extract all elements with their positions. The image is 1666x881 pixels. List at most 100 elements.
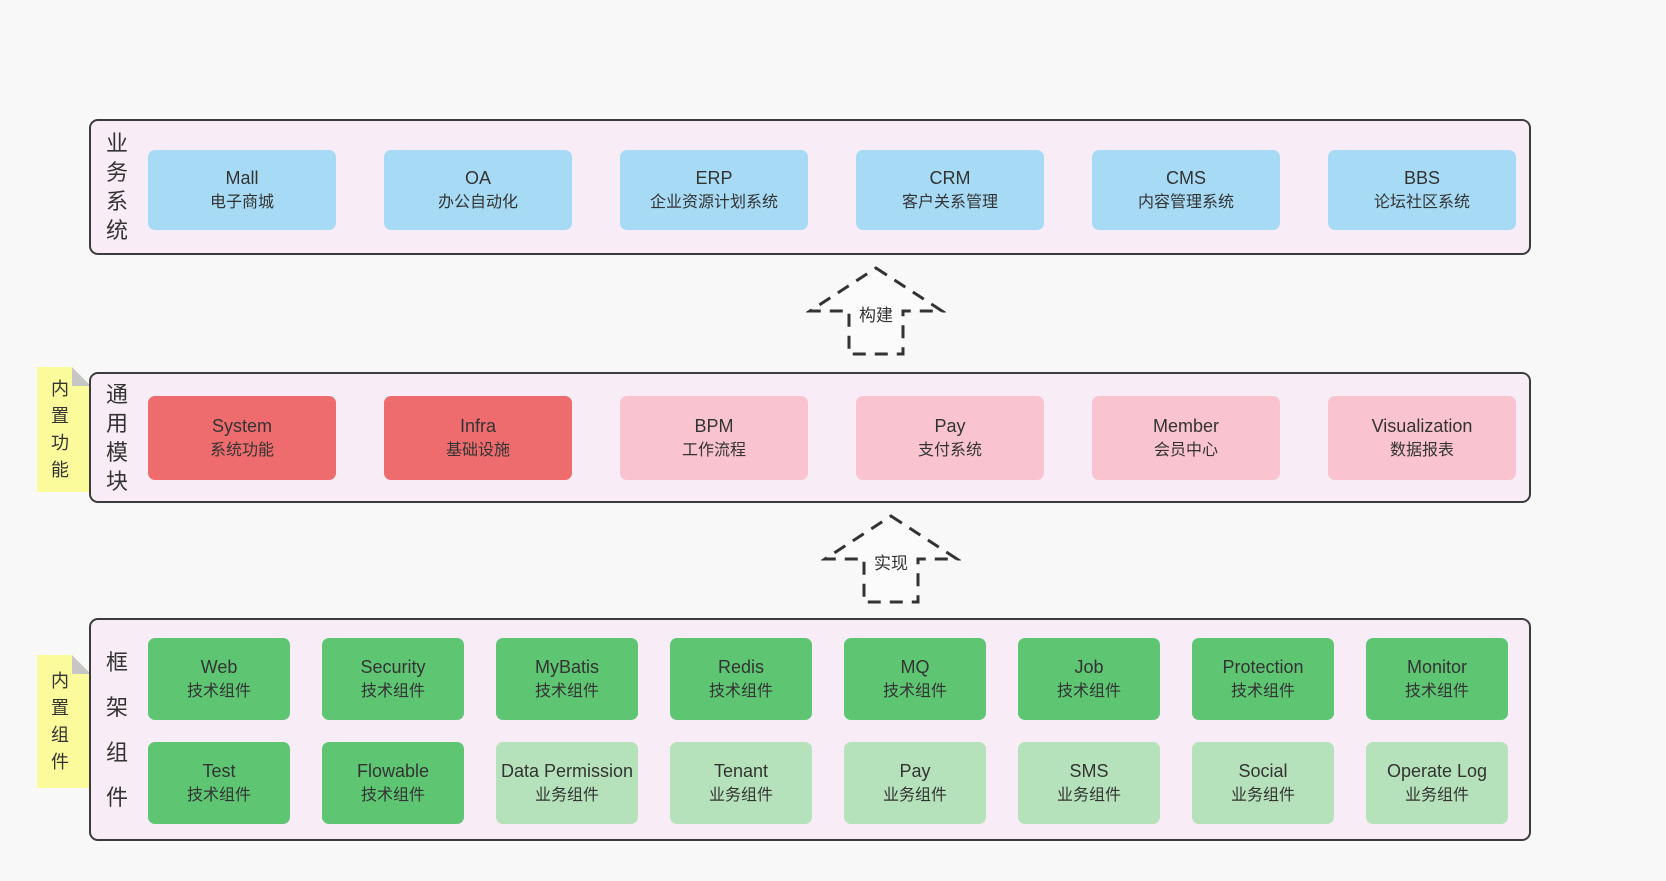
node-title: Visualization xyxy=(1371,415,1473,436)
node-erp: ERP 企业资源计划系统 xyxy=(620,150,808,230)
node-cms: CMS 内容管理系统 xyxy=(1092,150,1280,230)
node-protection: Protection 技术组件 xyxy=(1192,638,1334,720)
arrow-label-build: 构建 xyxy=(806,301,946,326)
node-subtitle: 电子商城 xyxy=(209,193,274,211)
node-member: Member 会员中心 xyxy=(1092,396,1280,480)
node-mall: Mall 电子商城 xyxy=(148,150,336,230)
node-data-permission: Data Permission 业务组件 xyxy=(496,742,638,824)
node-subtitle: 内容管理系统 xyxy=(1137,193,1234,211)
node-infra: Infra 基础设施 xyxy=(384,396,572,480)
node-oa: OA 办公自动化 xyxy=(384,150,572,230)
node-subtitle: 技术组件 xyxy=(1404,682,1469,700)
node-title: Operate Log xyxy=(1386,760,1488,781)
node-crm: CRM 客户关系管理 xyxy=(856,150,1044,230)
node-subtitle: 支付系统 xyxy=(917,441,982,459)
business-systems-row: Mall 电子商城 OA 办公自动化 ERP 企业资源计划系统 CRM 客户关系… xyxy=(148,150,1516,230)
node-title: Flowable xyxy=(356,760,430,781)
node-subtitle: 技术组件 xyxy=(360,786,425,804)
node-subtitle: 系统功能 xyxy=(209,441,274,459)
node-mq: MQ 技术组件 xyxy=(844,638,986,720)
node-title: CMS xyxy=(1166,167,1206,188)
node-tenant: Tenant 业务组件 xyxy=(670,742,812,824)
sticky-note-built-in-functions: 内置功能 xyxy=(37,367,91,492)
node-pay-component: Pay 业务组件 xyxy=(844,742,986,824)
node-title: MQ xyxy=(900,656,930,677)
node-title: Redis xyxy=(717,656,765,677)
sticky-note-built-in-components: 内置组件 xyxy=(37,655,91,788)
node-web: Web 技术组件 xyxy=(148,638,290,720)
node-redis: Redis 技术组件 xyxy=(670,638,812,720)
node-subtitle: 客户关系管理 xyxy=(901,193,998,211)
node-subtitle: 业务组件 xyxy=(1056,786,1121,804)
node-title: Member xyxy=(1152,415,1219,436)
node-title: Tenant xyxy=(713,760,769,781)
node-pay-module: Pay 支付系统 xyxy=(856,396,1044,480)
node-subtitle: 技术组件 xyxy=(882,682,947,700)
node-bbs: BBS 论坛社区系统 xyxy=(1328,150,1516,230)
node-subtitle: 业务组件 xyxy=(1230,786,1295,804)
common-modules-row: System 系统功能 Infra 基础设施 BPM 工作流程 Pay 支付系统… xyxy=(148,396,1516,480)
node-title: Pay xyxy=(934,415,966,436)
node-security: Security 技术组件 xyxy=(322,638,464,720)
node-title: System xyxy=(211,415,272,436)
sticky-note-label: 内置组件 xyxy=(51,670,69,772)
sticky-note-label: 内置功能 xyxy=(51,378,69,480)
node-visualization: Visualization 数据报表 xyxy=(1328,396,1516,480)
node-title: BPM xyxy=(694,415,734,436)
node-title: OA xyxy=(464,167,491,188)
node-test: Test 技术组件 xyxy=(148,742,290,824)
node-title: MyBatis xyxy=(534,656,599,677)
node-title: Mall xyxy=(225,167,259,188)
node-subtitle: 办公自动化 xyxy=(437,193,518,211)
node-title: Job xyxy=(1074,656,1104,677)
framework-components-layer: 框架组件 Web 技术组件 Security 技术组件 MyBatis 技术组件… xyxy=(89,618,1531,841)
node-title: Pay xyxy=(899,760,931,781)
arrow-label-text: 实现 xyxy=(872,554,910,573)
node-title: Infra xyxy=(459,415,497,436)
build-arrow: 构建 xyxy=(804,264,948,358)
node-subtitle: 技术组件 xyxy=(186,786,251,804)
node-title: Social xyxy=(1238,760,1288,781)
node-subtitle: 会员中心 xyxy=(1153,441,1218,459)
common-modules-layer: 通用模块 System 系统功能 Infra 基础设施 BPM 工作流程 Pay… xyxy=(89,372,1531,503)
node-title: ERP xyxy=(695,167,733,188)
node-subtitle: 技术组件 xyxy=(360,682,425,700)
node-subtitle: 技术组件 xyxy=(186,682,251,700)
framework-components-row-2: Test 技术组件 Flowable 技术组件 Data Permission … xyxy=(148,742,1508,824)
node-title: Data Permission xyxy=(500,760,634,781)
framework-components-row-1: Web 技术组件 Security 技术组件 MyBatis 技术组件 Redi… xyxy=(148,638,1508,720)
business-systems-layer: 业务系统 Mall 电子商城 OA 办公自动化 ERP 企业资源计划系统 CRM… xyxy=(89,119,1531,255)
node-subtitle: 业务组件 xyxy=(534,786,599,804)
node-subtitle: 技术组件 xyxy=(1056,682,1121,700)
node-title: Security xyxy=(360,656,426,677)
node-sms: SMS 业务组件 xyxy=(1018,742,1160,824)
node-subtitle: 基础设施 xyxy=(445,441,510,459)
node-subtitle: 业务组件 xyxy=(1404,786,1469,804)
node-title: Test xyxy=(202,760,236,781)
node-subtitle: 数据报表 xyxy=(1389,441,1454,459)
implement-arrow: 实现 xyxy=(819,512,963,606)
node-subtitle: 工作流程 xyxy=(681,441,746,459)
node-title: Protection xyxy=(1222,656,1304,677)
node-operate-log: Operate Log 业务组件 xyxy=(1366,742,1508,824)
node-title: BBS xyxy=(1403,167,1441,188)
node-title: Monitor xyxy=(1406,656,1468,677)
node-title: SMS xyxy=(1069,760,1109,781)
node-subtitle: 论坛社区系统 xyxy=(1373,193,1470,211)
node-title: Web xyxy=(200,656,238,677)
node-subtitle: 企业资源计划系统 xyxy=(649,193,778,211)
node-system: System 系统功能 xyxy=(148,396,336,480)
node-job: Job 技术组件 xyxy=(1018,638,1160,720)
node-social: Social 业务组件 xyxy=(1192,742,1334,824)
arrow-label-text: 构建 xyxy=(857,306,895,325)
node-subtitle: 技术组件 xyxy=(1230,682,1295,700)
node-subtitle: 业务组件 xyxy=(708,786,773,804)
layer-label-framework-components: 框架组件 xyxy=(105,649,128,810)
node-subtitle: 技术组件 xyxy=(534,682,599,700)
layer-label-common-modules: 通用模块 xyxy=(105,381,128,494)
node-flowable: Flowable 技术组件 xyxy=(322,742,464,824)
node-title: CRM xyxy=(929,167,971,188)
node-subtitle: 业务组件 xyxy=(882,786,947,804)
arrow-label-implement: 实现 xyxy=(821,549,961,574)
node-bpm: BPM 工作流程 xyxy=(620,396,808,480)
